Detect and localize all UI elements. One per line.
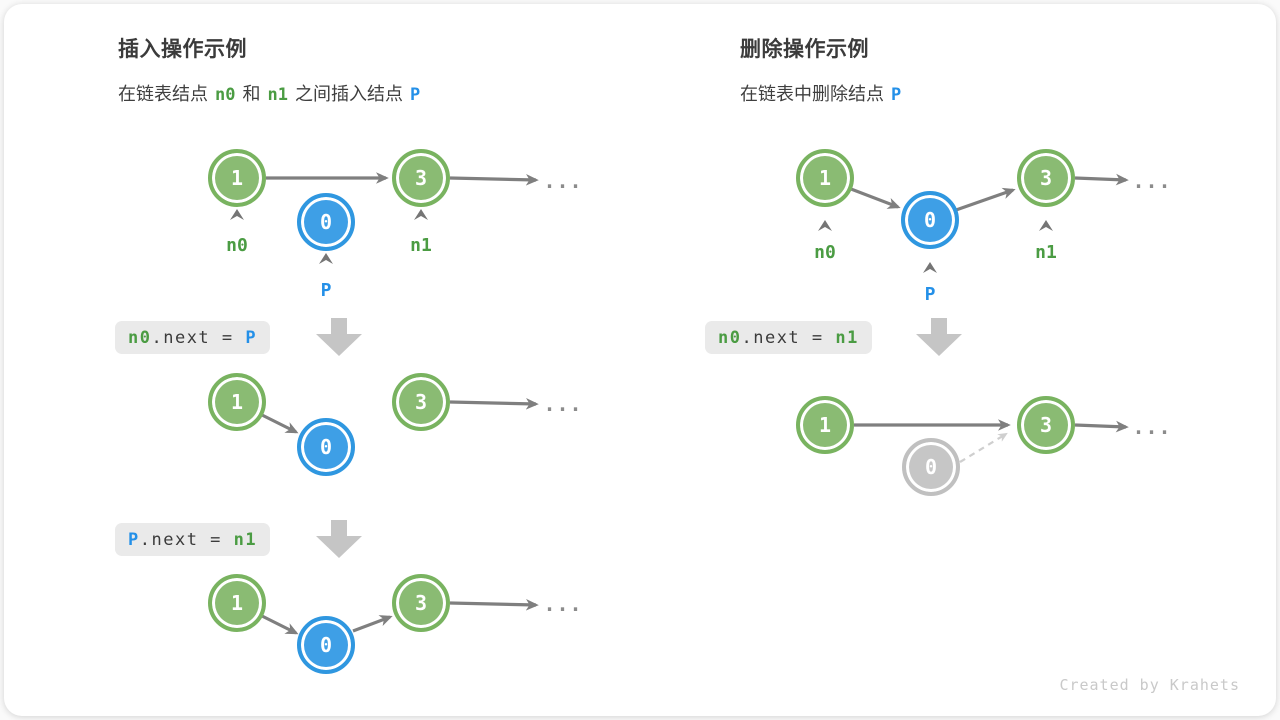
var-p: P [891, 85, 902, 105]
var-n1: n1 [267, 85, 288, 105]
code-step-insert-2: P.next = n1 [115, 523, 271, 556]
node-value: 0 [924, 455, 938, 479]
edge-delete1-1to0 [850, 187, 901, 209]
code-rhs: n1 [835, 327, 859, 348]
edge-insert2-1to0 [261, 413, 299, 434]
pointer-label-p: P [320, 280, 332, 301]
ellipsis: ... [543, 392, 583, 416]
pointer-label-n0: n0 [226, 235, 248, 256]
edge-insert2-3toRest [449, 397, 539, 410]
list-node-3: 3 [1017, 149, 1075, 207]
code-rhs: P [245, 327, 258, 348]
list-node-p: 0 [297, 418, 355, 476]
list-node-p-removed: 0 [902, 438, 960, 496]
edge-delete2-removed-0to3-dashed [959, 432, 1008, 463]
node-value: 3 [1039, 166, 1053, 190]
node-value: 1 [818, 413, 832, 437]
edge-insert3-3toRest [449, 598, 539, 611]
list-node-1: 1 [208, 574, 266, 632]
list-node-1: 1 [796, 396, 854, 454]
node-value: 3 [414, 166, 428, 190]
ellipsis: ... [543, 169, 583, 193]
code-mid: .next = [741, 327, 836, 348]
list-node-1: 1 [208, 373, 266, 431]
delete-panel-subtitle: 在链表中删除结点 P [740, 80, 908, 106]
ellipsis: ... [543, 592, 583, 616]
list-node-1: 1 [208, 149, 266, 207]
delete-panel-title: 删除操作示例 [740, 38, 869, 61]
edge-delete1-3toRest [1074, 173, 1129, 186]
var-n0: n0 [215, 85, 236, 105]
list-node-p: 0 [297, 193, 355, 251]
list-node-3: 3 [392, 149, 450, 207]
node-value: 0 [319, 435, 333, 459]
var-p: P [409, 85, 421, 105]
down-arrow-icon [316, 318, 362, 356]
edge-delete2-3toRest [1074, 420, 1129, 433]
edge-delete1-0to3 [955, 187, 1016, 212]
node-value: 0 [319, 210, 333, 234]
code-lhs: n0 [718, 327, 742, 348]
node-value: 3 [414, 591, 428, 615]
pointer-label-n1: n1 [1035, 242, 1057, 263]
pointer-caret-icon [230, 209, 244, 220]
code-lhs: P [128, 529, 140, 550]
credit-text: Created by Krahets [1059, 676, 1240, 694]
subtitle-text: 在链表中删除结点 [740, 84, 884, 104]
node-value: 1 [230, 591, 244, 615]
pointer-caret-icon [1039, 220, 1053, 231]
insert-panel-subtitle: 在链表结点 n0 和 n1 之间插入结点 P [118, 80, 427, 106]
list-node-3: 3 [1017, 396, 1075, 454]
pointer-caret-icon [923, 262, 937, 273]
code-rhs: n1 [233, 529, 258, 550]
list-node-p: 0 [297, 616, 355, 674]
pointer-caret-icon [414, 209, 428, 220]
node-value: 1 [818, 166, 832, 190]
code-mid: .next = [151, 327, 246, 348]
code-step-delete-1: n0.next = n1 [705, 321, 872, 354]
edge-insert1-3toRest [449, 173, 539, 186]
pointer-caret-icon [818, 220, 832, 231]
node-value: 3 [1039, 413, 1053, 437]
pointer-caret-icon [319, 253, 333, 264]
subtitle-text: 在链表结点 [118, 84, 208, 104]
down-arrow-icon [916, 318, 962, 356]
node-value: 0 [923, 208, 937, 232]
subtitle-text: 和 [242, 84, 261, 104]
list-node-3: 3 [392, 373, 450, 431]
list-node-1: 1 [796, 149, 854, 207]
node-value: 1 [230, 390, 244, 414]
edge-insert3-1to0 [261, 614, 299, 635]
code-lhs: n0 [128, 327, 152, 348]
pointer-label-n0: n0 [814, 242, 836, 263]
pointer-label-p: P [924, 284, 936, 305]
node-value: 0 [319, 633, 333, 657]
list-node-p: 0 [901, 191, 959, 249]
subtitle-text: 之间插入结点 [294, 84, 403, 104]
list-node-3: 3 [392, 574, 450, 632]
down-arrow-icon [316, 520, 362, 558]
node-value: 3 [414, 390, 428, 414]
edge-insert3-0to3 [352, 615, 393, 633]
insert-panel-title: 插入操作示例 [118, 38, 247, 61]
pointer-label-n1: n1 [410, 235, 432, 256]
code-mid: .next = [139, 529, 234, 550]
ellipsis: ... [1132, 169, 1172, 193]
node-value: 1 [230, 166, 244, 190]
code-step-insert-1: n0.next = P [115, 321, 271, 354]
ellipsis: ... [1132, 415, 1172, 439]
